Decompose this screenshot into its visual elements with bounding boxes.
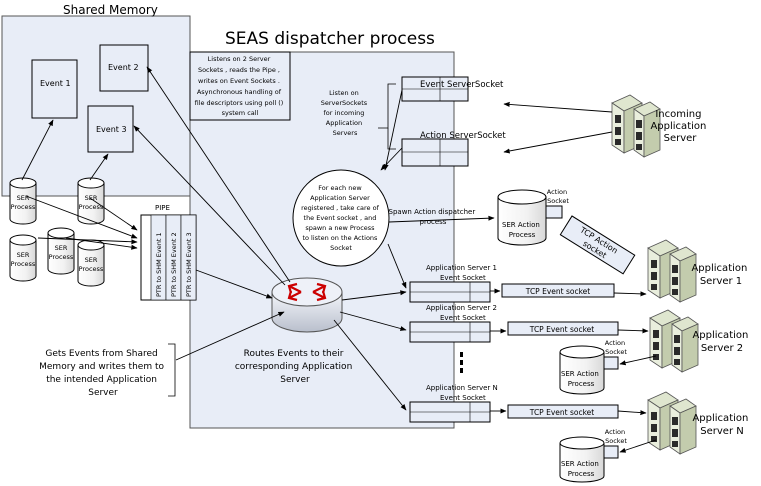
svg-text:SER Action Process: SER Action Process xyxy=(561,460,601,478)
event-server-socket-label: Event ServerSocket xyxy=(420,80,504,90)
svg-text:Action Socket: Action Socket xyxy=(605,339,628,356)
event-box-3: Event 3 xyxy=(87,105,134,153)
event-label-3: Event 3 xyxy=(96,125,127,134)
svg-text:Application Server 2: Application Server 2 xyxy=(426,304,497,312)
pipe-entry-1: PTR to SHM Event 1 xyxy=(155,232,163,297)
pipe-entry-3: PTR to SHM Event 3 xyxy=(185,232,193,297)
shared-memory-region: Shared Memory Event 1 Event 2 Event 3 xyxy=(1,3,191,197)
routes-label: Routes Events to their corresponding App… xyxy=(235,349,355,385)
action-socket-label-top: Action Socket xyxy=(547,188,570,205)
incoming-server: Incoming Application Server xyxy=(611,94,709,158)
router-icon xyxy=(271,277,343,333)
action-server-socket: Action ServerSocket xyxy=(401,131,506,167)
shared-memory-label: Shared Memory xyxy=(63,3,158,17)
svg-text:Event Socket: Event Socket xyxy=(440,274,486,282)
svg-text:TCP Event socket: TCP Event socket xyxy=(529,325,594,334)
svg-text:Application Server N: Application Server N xyxy=(426,384,498,392)
for-each-text: For each new Application Server register… xyxy=(301,184,381,252)
svg-text:Application Server 2: Application Server 2 xyxy=(692,330,751,354)
ellipsis-dots xyxy=(460,352,463,373)
app-server-row-2: Application Server 2 Event Socket TCP Ev… xyxy=(409,304,751,395)
event-box-1: Event 1 xyxy=(31,59,78,119)
event-label-1: Event 1 xyxy=(40,79,71,88)
ser-action-process-top: SER Action Process Action Socket xyxy=(497,188,570,246)
listens-note-text: Listens on 2 Server Sockets , reads the … xyxy=(195,55,286,117)
incoming-server-label: Incoming Application Server xyxy=(650,109,709,144)
app-server-row-n: Application Server N Event Socket TCP Ev… xyxy=(409,384,751,483)
for-each-circle: For each new Application Server register… xyxy=(292,169,390,267)
app-server-row-1: Application Server 1 Event Socket TCP Ev… xyxy=(409,239,750,303)
event-label-2: Event 2 xyxy=(108,63,139,72)
svg-text:Event Socket: Event Socket xyxy=(440,314,486,322)
svg-text:Event Socket: Event Socket xyxy=(440,394,486,402)
tcp-action-socket: TCP Action socket xyxy=(559,215,636,275)
svg-text:Action Socket: Action Socket xyxy=(605,428,628,445)
listens-note: Listens on 2 Server Sockets , reads the … xyxy=(189,51,291,121)
event-box-2: Event 2 xyxy=(99,44,149,92)
listen-server-sockets-text: Listen on ServerSockets for incoming App… xyxy=(321,89,370,137)
action-server-socket-label: Action ServerSocket xyxy=(420,131,506,141)
event-server-socket: Event ServerSocket xyxy=(401,76,504,102)
pipe-entry-2: PTR to SHM Event 2 xyxy=(170,232,178,297)
pipe: PIPE PTR to SHM Event 1 PTR to SHM Event… xyxy=(140,204,197,301)
svg-text:TCP Event socket: TCP Event socket xyxy=(529,408,594,417)
gets-events-label: Gets Events from Shared Memory and write… xyxy=(39,349,167,398)
connectors xyxy=(21,66,657,453)
diagram-title: SEAS dispatcher process xyxy=(225,29,435,49)
spawn-label: Spawn Action dispatcher process xyxy=(389,208,478,226)
svg-text:SER Action Process: SER Action Process xyxy=(502,221,542,239)
gets-events-bracket xyxy=(168,343,176,397)
listen-server-sockets-note: Listen on ServerSockets for incoming App… xyxy=(321,83,396,150)
svg-text:SER Action Process: SER Action Process xyxy=(561,370,601,388)
svg-text:Application Server 1: Application Server 1 xyxy=(691,263,750,287)
svg-text:TCP Event socket: TCP Event socket xyxy=(525,287,590,296)
pipe-label: PIPE xyxy=(155,204,170,212)
svg-text:Application Server 1: Application Server 1 xyxy=(426,264,497,272)
svg-text:Application Server N: Application Server N xyxy=(692,413,751,437)
